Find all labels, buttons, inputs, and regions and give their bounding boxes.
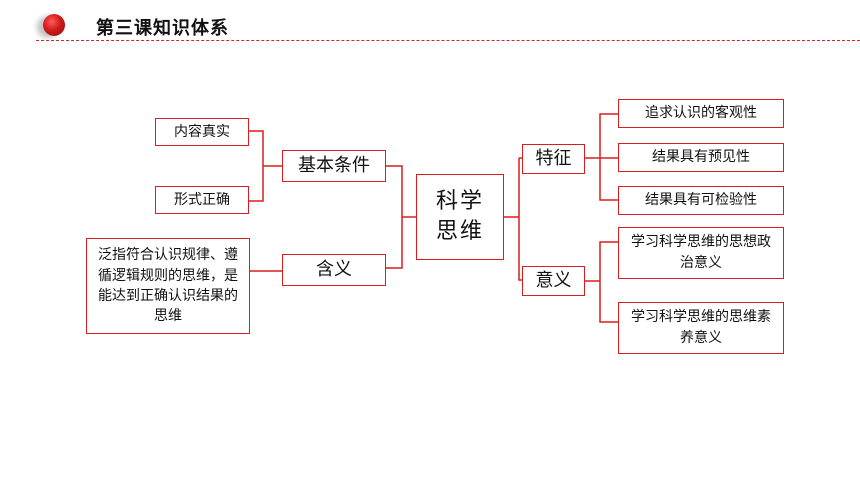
header-divider	[36, 40, 860, 41]
node-significance-literacy: 学习科学思维的思维素养意义	[618, 302, 784, 354]
node-content-true: 内容真实	[155, 118, 249, 146]
node-meaning-definition: 泛指符合认识规律、遵循逻辑规则的思维，是能达到正确认识结果的思维	[86, 238, 250, 334]
page-title: 第三课知识体系	[96, 18, 229, 39]
connector-basic-items	[249, 130, 282, 202]
center-node-scientific-thinking: 科学 思维	[416, 174, 504, 260]
node-significance: 意义	[522, 266, 585, 296]
node-meaning: 含义	[282, 254, 386, 286]
node-basic-conditions: 基本条件	[282, 150, 386, 182]
node-feature-objectivity: 追求认识的客观性	[618, 99, 784, 128]
node-significance-political: 学习科学思维的思想政治意义	[618, 227, 784, 279]
node-form-correct: 形式正确	[155, 186, 249, 214]
node-feature-verifiability: 结果具有可检验性	[618, 186, 784, 215]
connector-features	[585, 113, 618, 201]
connector-significance	[585, 241, 618, 323]
connector-left-main	[386, 165, 416, 269]
node-features: 特征	[522, 144, 585, 174]
node-feature-predictability: 结果具有预见性	[618, 143, 784, 172]
connector-right-main	[504, 157, 522, 281]
header-bullet-icon	[43, 14, 65, 36]
